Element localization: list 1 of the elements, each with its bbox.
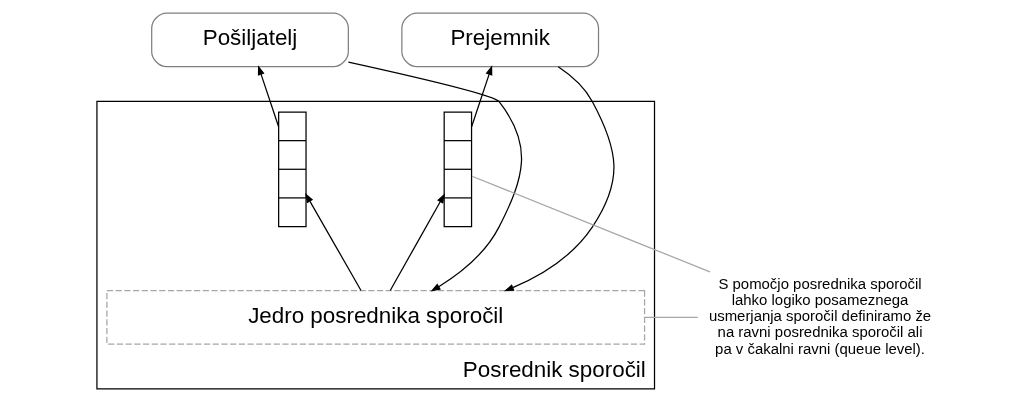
node-text: S pomočjo posrednika sporočil lahko logiko posameznega usmerjanja sporočil definiramo že na ravni posrednika sporočil ali pa v čakalni ravni (queue level). — [708, 274, 932, 357]
